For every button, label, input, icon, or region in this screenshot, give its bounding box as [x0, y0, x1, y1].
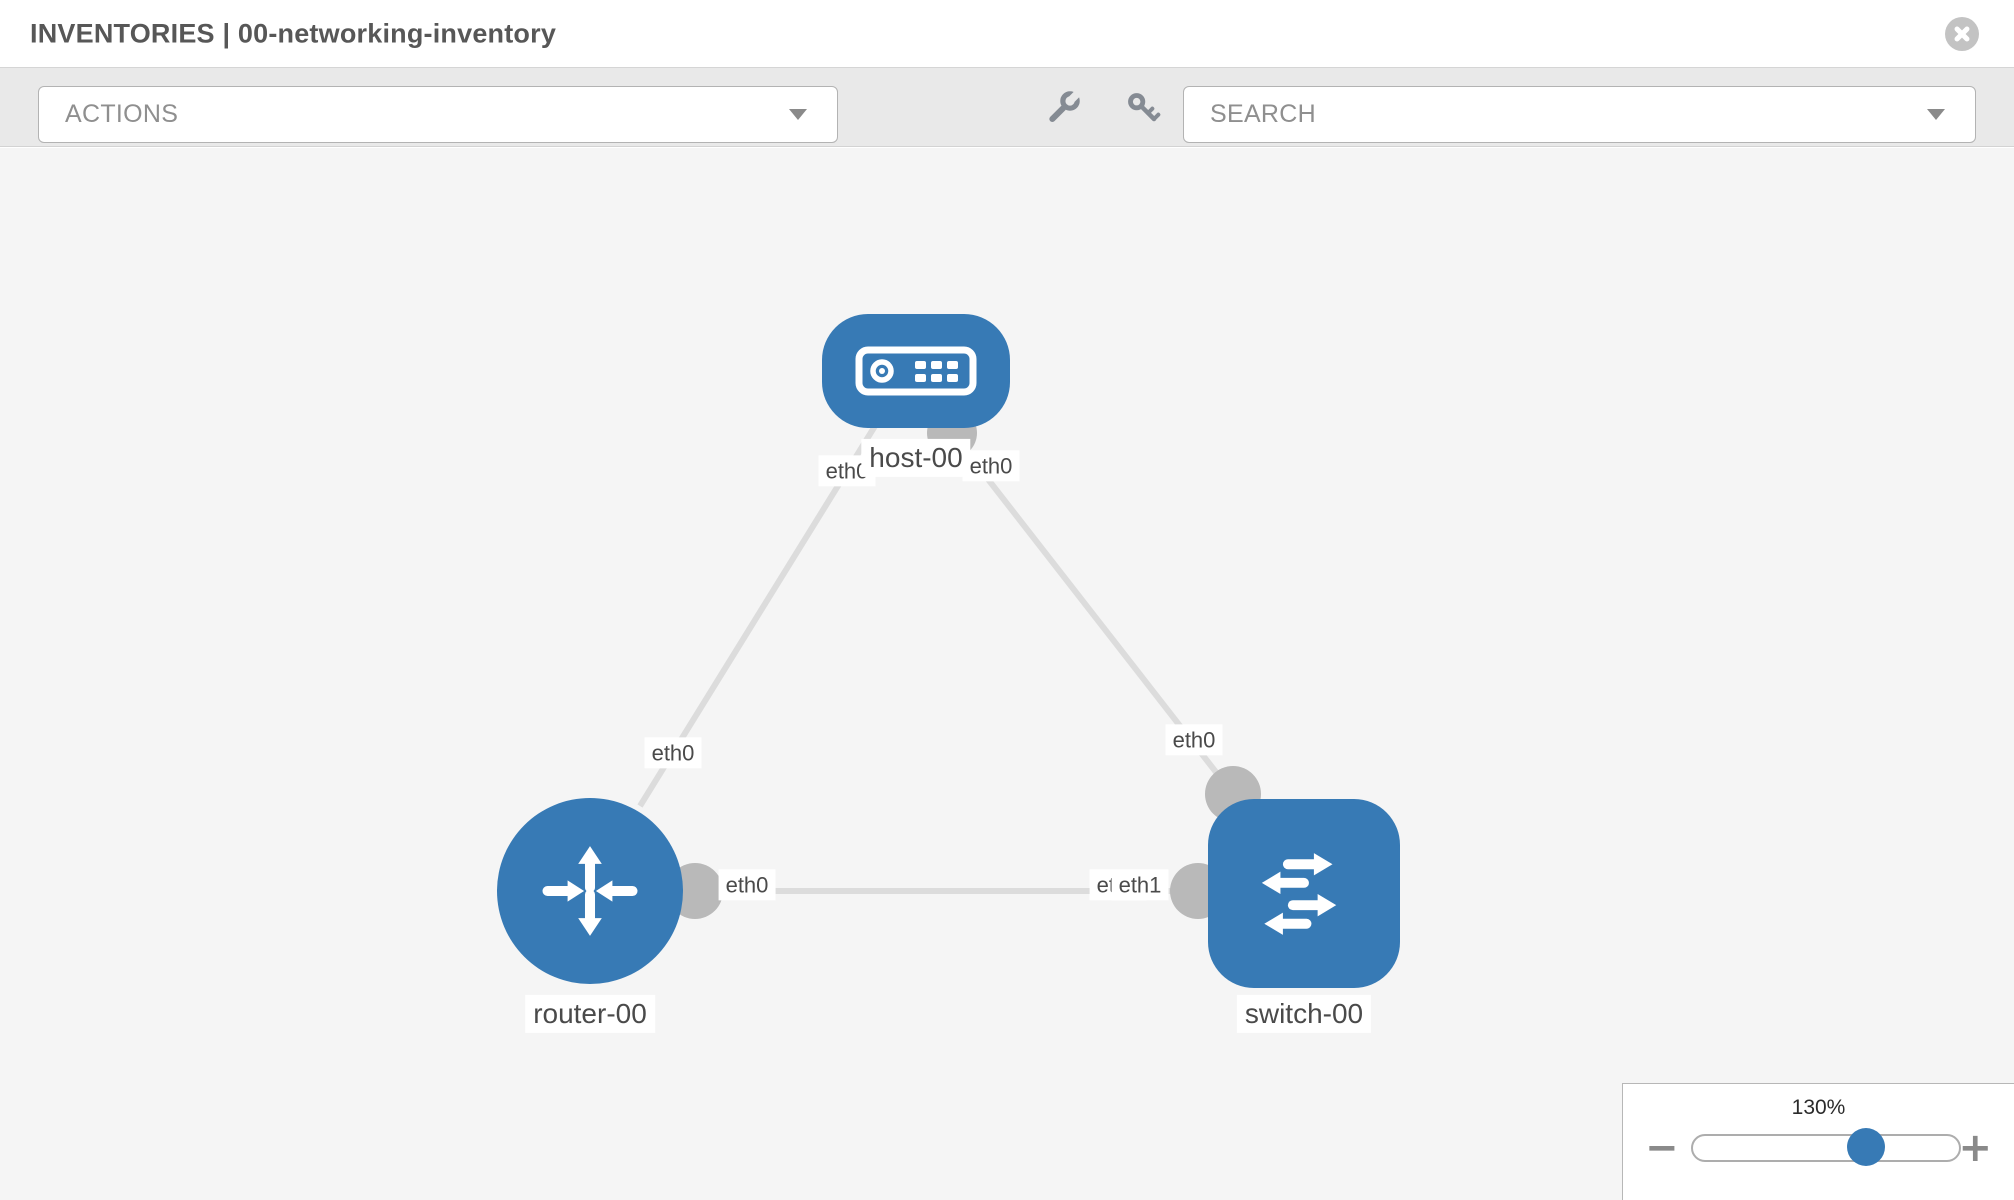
close-button[interactable]: [1945, 17, 1979, 51]
port-label-switch-left: eth1: [1111, 869, 1169, 901]
zoom-slider-row: − +: [1623, 1128, 2014, 1168]
zoom-slider-handle[interactable]: [1847, 1128, 1885, 1166]
switch-icon: [1261, 852, 1337, 935]
chevron-down-icon: [789, 109, 807, 120]
port-label-host-right: eth0: [962, 450, 1020, 482]
chevron-down-icon: [1927, 109, 1945, 120]
page-title: INVENTORIES | 00-networking-inventory: [30, 18, 557, 48]
toolbar-icon-group: [1040, 68, 1166, 148]
zoom-out-button[interactable]: −: [1645, 1125, 1679, 1171]
node-switch-00[interactable]: [1208, 799, 1400, 988]
header: INVENTORIES | 00-networking-inventory: [0, 0, 2014, 67]
node-label-router: router-00: [525, 994, 655, 1034]
node-host-00[interactable]: [822, 314, 1010, 428]
zoom-control-panel: 130% − +: [1622, 1083, 2014, 1200]
topology-wires: [637, 408, 1261, 919]
node-label-switch: switch-00: [1236, 994, 1372, 1034]
host-icon: [855, 346, 977, 396]
node-label-host: host-00: [861, 438, 971, 478]
port-label-router-right: eth0: [718, 869, 776, 901]
topology-canvas[interactable]: host-00 router-00 switch-00 eth0 eth0 et…: [0, 148, 2014, 1200]
search-dropdown[interactable]: [1183, 86, 1976, 143]
port-label-router-top: eth0: [644, 737, 702, 769]
router-icon: [542, 846, 638, 936]
toolbar: ACTIONS: [0, 67, 2014, 147]
key-icon[interactable]: [1120, 85, 1166, 131]
zoom-level-value: 130%: [1791, 1096, 1846, 1119]
port-label-switch-top: eth0: [1165, 724, 1223, 756]
search-input[interactable]: [1210, 100, 1927, 129]
actions-dropdown-label: ACTIONS: [65, 100, 179, 128]
node-router-00[interactable]: [497, 798, 683, 984]
wrench-icon[interactable]: [1040, 85, 1086, 131]
zoom-in-button[interactable]: +: [1958, 1125, 1992, 1171]
zoom-slider-track[interactable]: [1691, 1128, 1961, 1166]
actions-dropdown[interactable]: ACTIONS: [38, 86, 838, 143]
